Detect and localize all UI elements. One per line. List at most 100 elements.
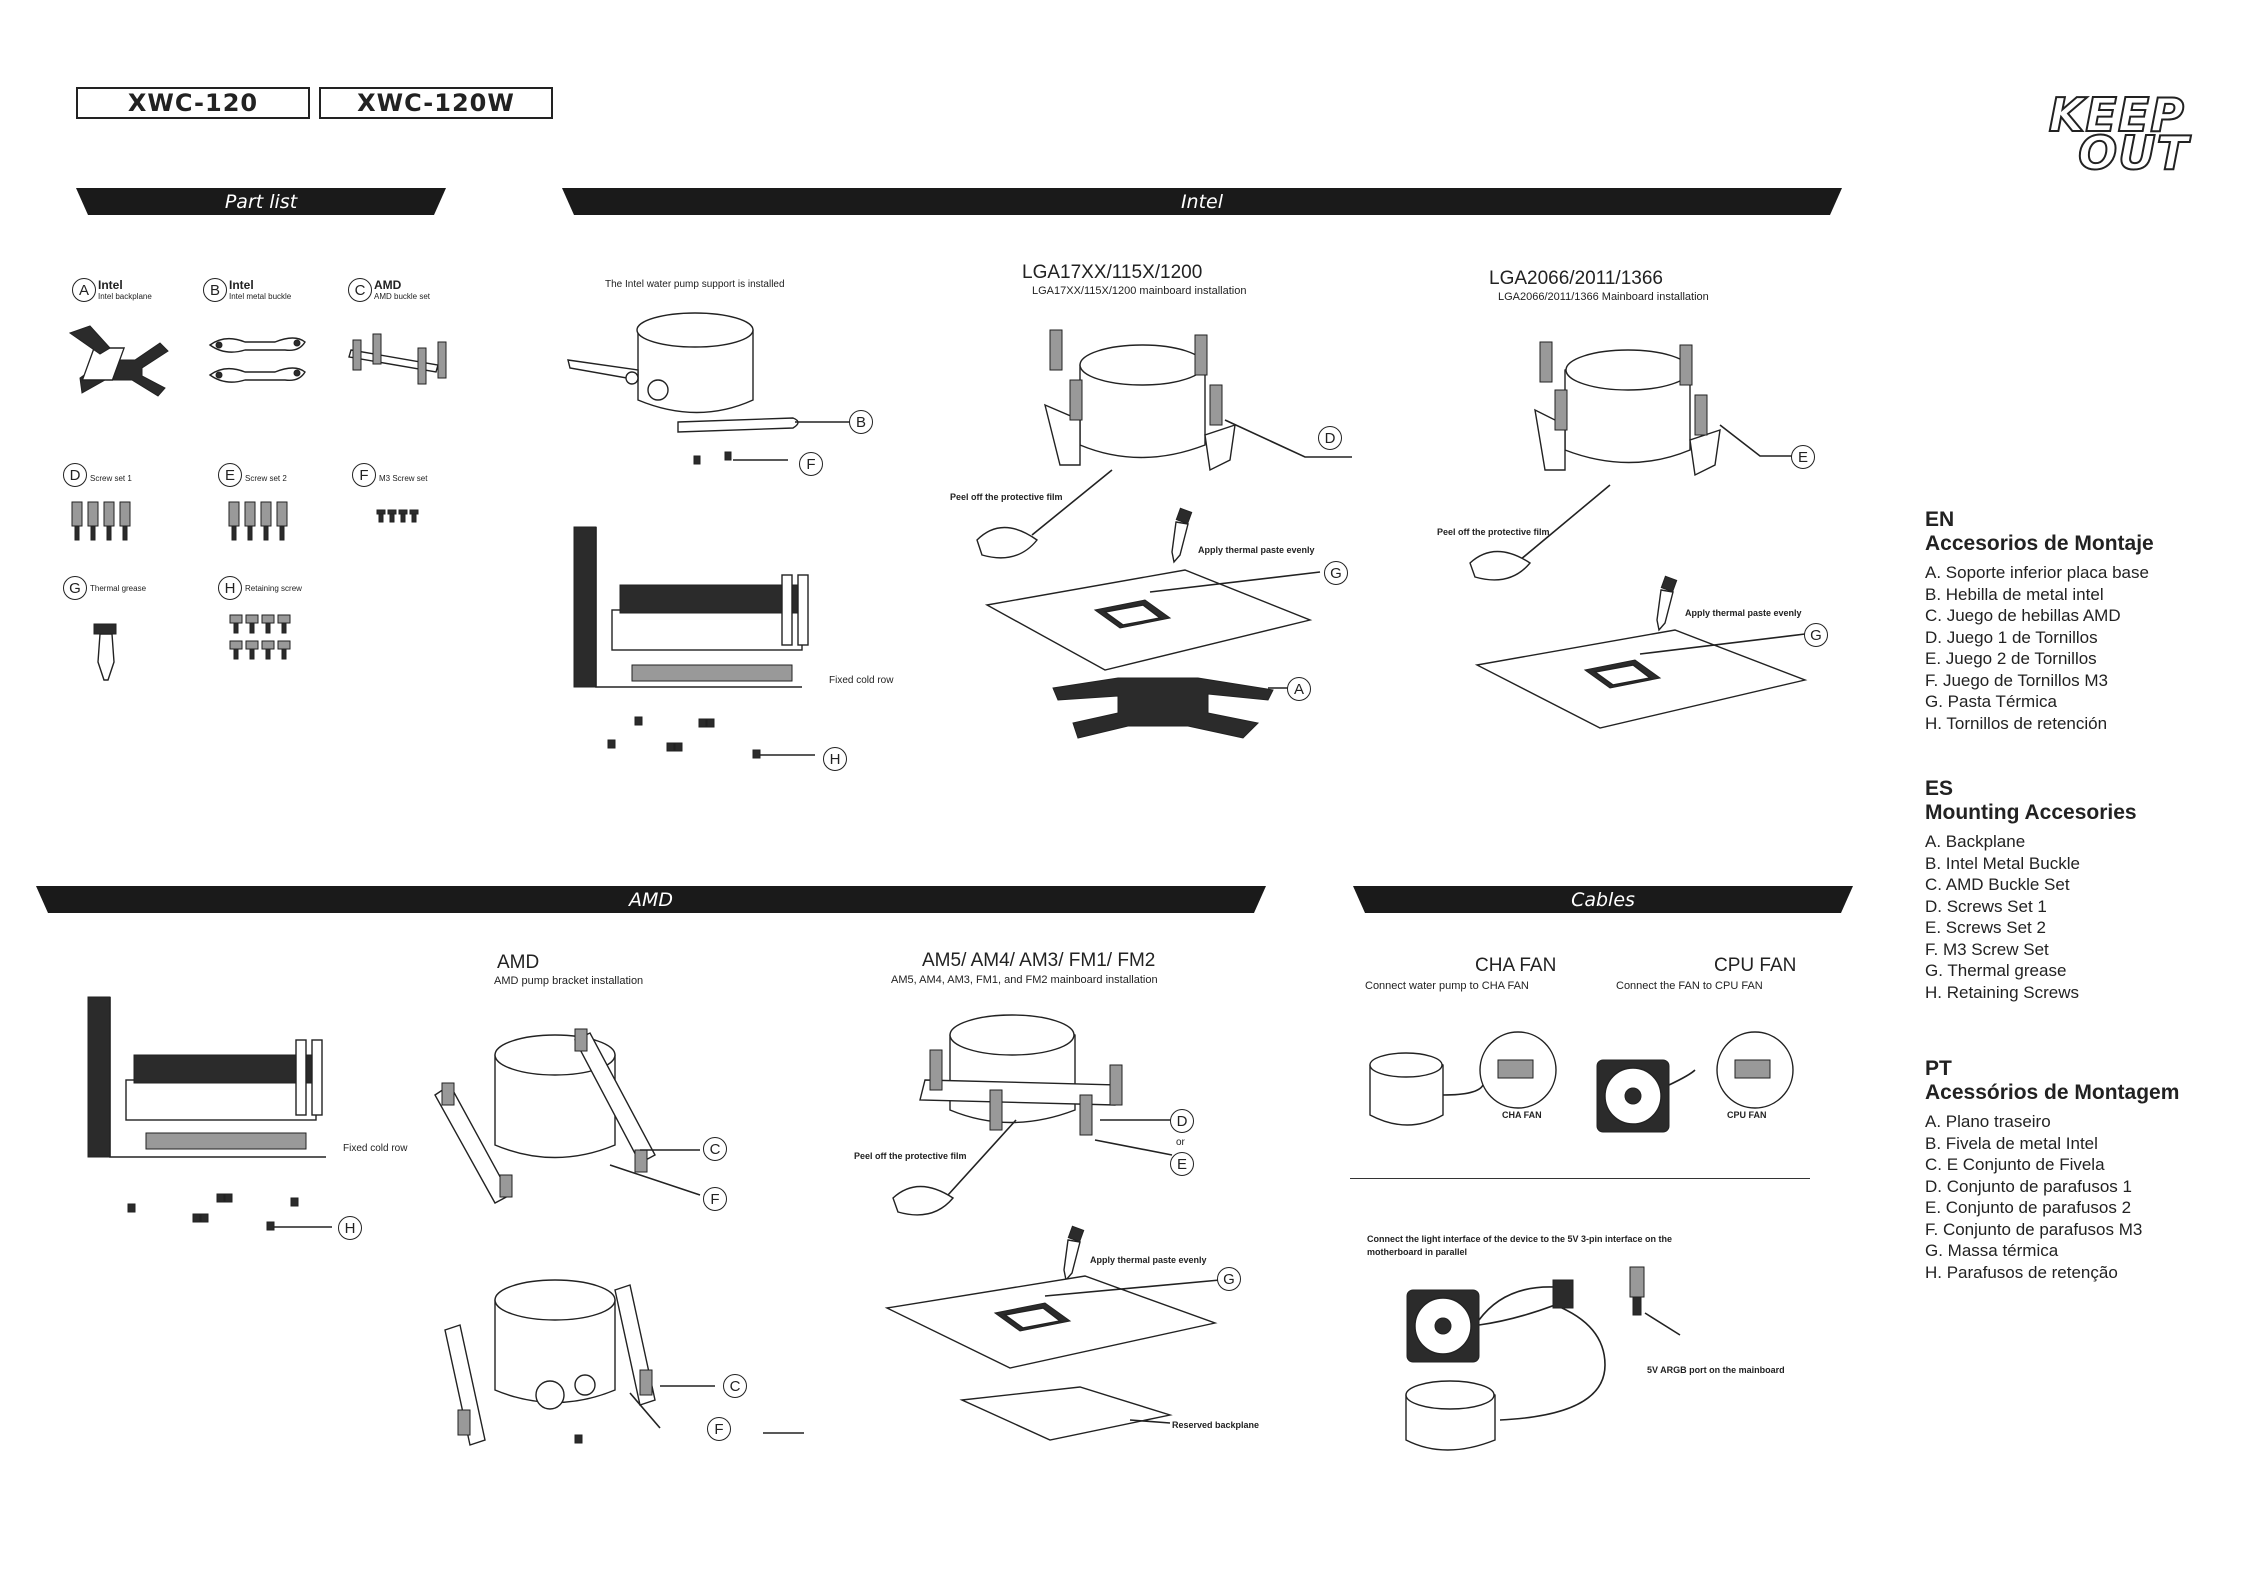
retaining-screw-illustration — [229, 614, 291, 660]
brand-logo: KEEP OUT — [1995, 91, 2189, 177]
leader-c-amd-1 — [609, 1149, 701, 1196]
banner-part-list: Part list — [76, 188, 446, 215]
backplane-illustration — [68, 325, 169, 397]
amd-fixed-cold-row: Fixed cold row — [343, 1143, 408, 1154]
cpu-fan-label: CPU FAN — [1727, 1110, 1767, 1120]
thermal-grease-illustration — [93, 623, 117, 681]
amd-label-h: H — [338, 1216, 362, 1240]
lang-list-en: A. Soporte inferior placa base B. Hebill… — [1925, 562, 2154, 734]
banner-cables: Cables — [1353, 886, 1853, 913]
am5-peel-caption: Peel off the protective film — [854, 1151, 967, 1161]
amd-case-radiator-illustration — [87, 996, 326, 1158]
am5-motherboard — [884, 1275, 1221, 1369]
part-label-b: B — [203, 278, 227, 302]
language-block-en: EN Accesorios de Montaje A. Soporte infe… — [1925, 508, 2154, 734]
intel-label-h: H — [823, 747, 847, 771]
lga17xx-peel-caption: Peel off the protective film — [950, 492, 1063, 502]
leader-c-amd-2 — [629, 1385, 804, 1434]
part-label-f: F — [352, 463, 376, 487]
list-item: H. Tornillos de retención — [1925, 713, 2108, 733]
part-label-c: C — [348, 278, 372, 302]
part-c-title: AMD — [374, 278, 402, 292]
cpu-fan-subtitle: Connect the FAN to CPU FAN — [1616, 980, 1763, 992]
lga2066-motherboard — [1474, 629, 1808, 729]
lang-list-es: A. Backplane B. Intel Metal Buckle C. AM… — [1925, 831, 2137, 1003]
part-label-g: G — [63, 576, 87, 600]
lang-code-es: ES — [1925, 777, 1954, 800]
am5-label-g: G — [1217, 1267, 1241, 1291]
language-block-pt: PT Acessórios de Montagem A. Plano trase… — [1925, 1057, 2179, 1283]
cables-divider — [1350, 1178, 1810, 1179]
am5-label-e: E — [1170, 1152, 1194, 1176]
list-item: A. Soporte inferior placa base — [1925, 563, 2149, 582]
amd-label-c-1: C — [703, 1137, 727, 1161]
am5-grease-tube — [1063, 1225, 1085, 1282]
lga17xx-label-d: D — [1318, 426, 1342, 450]
part-label-h: H — [218, 576, 242, 600]
am5-reserved-caption: Reserved backplane — [1172, 1420, 1260, 1430]
lang-title-es: Mounting Accesories — [1925, 801, 2137, 824]
list-item: B. Intel Metal Buckle — [1925, 853, 2080, 873]
list-item: G. Thermal grease — [1925, 961, 2067, 980]
list-item: C. E Conjunto de Fivela — [1925, 1155, 2105, 1174]
list-item: D. Juego 1 de Tornillos — [1925, 627, 2098, 647]
list-item: H. Parafusos de retenção — [1925, 1262, 2118, 1282]
part-label-d: D — [63, 463, 87, 487]
list-item: B. Fivela de metal Intel — [1925, 1133, 2098, 1153]
lga2066-label-g: G — [1804, 623, 1828, 647]
cha-fan-subtitle: Connect water pump to CHA FAN — [1365, 980, 1529, 992]
part-h-sub: Retaining screw — [245, 584, 302, 593]
amd-buckle-illustration — [348, 333, 447, 385]
lga2066-pump-illustration — [1534, 341, 1721, 477]
list-item: E. Screws Set 2 — [1925, 918, 2046, 937]
cha-fan-illustration — [1369, 1031, 1557, 1126]
part-c-text: AMD AMD buckle set — [374, 279, 430, 302]
lga17xx-subtitle: LGA17XX/115X/1200 mainboard installation — [1032, 285, 1247, 297]
list-item: D. Conjunto de parafusos 1 — [1925, 1176, 2132, 1196]
lga17xx-title: LGA17XX/115X/1200 — [1022, 262, 1203, 283]
cpu-fan-title: CPU FAN — [1714, 955, 1797, 976]
model-label-2: XWC-120W — [319, 87, 553, 119]
list-item: B. Hebilla de metal intel — [1925, 584, 2104, 604]
part-d-sub: Screw set 1 — [90, 474, 132, 483]
amd-bracket-title: AMD — [497, 952, 540, 973]
part-label-e: E — [218, 463, 242, 487]
part-b-text: Intel Intel metal buckle — [229, 279, 291, 302]
intel-label-a: A — [1287, 677, 1311, 701]
cha-fan-title: CHA FAN — [1475, 955, 1557, 976]
intel-label-b: B — [849, 410, 873, 434]
list-item: G. Massa térmica — [1925, 1241, 2059, 1260]
lang-code-pt: PT — [1925, 1057, 1952, 1080]
logo-line-2: OUT — [2077, 126, 2189, 180]
lang-title-pt: Acessórios de Montagem — [1925, 1081, 2180, 1104]
list-item: G. Pasta Térmica — [1925, 692, 2057, 711]
leader-e-1 — [1719, 424, 1793, 457]
m3-screw-set-illustration — [376, 509, 419, 523]
model-label-1: XWC-120 — [76, 87, 310, 119]
banner-intel: Intel — [562, 188, 1842, 215]
argb-instructions: Connect the light interface of the devic… — [1367, 1234, 1673, 1257]
am5-label-d: D — [1170, 1109, 1194, 1133]
part-c-sub: AMD buckle set — [374, 292, 431, 301]
am5-pump-illustration — [919, 1014, 1123, 1136]
lang-list-pt: A. Plano traseiro B. Fivela de metal Int… — [1925, 1111, 2179, 1283]
cha-fan-label: CHA FAN — [1502, 1110, 1542, 1120]
list-item: C. Juego de hebillas AMD — [1925, 606, 2121, 625]
lang-code-en: EN — [1925, 508, 1955, 531]
lga2066-subtitle: LGA2066/2011/1366 Mainboard installation — [1498, 291, 1709, 303]
intel-case-radiator-illustration — [573, 526, 809, 688]
lga17xx-grease-tube — [1171, 507, 1193, 564]
part-a-title: Intel — [98, 278, 123, 292]
leader-b — [795, 421, 850, 423]
am5-reserved-backplane — [959, 1386, 1173, 1441]
list-item: D. Screws Set 1 — [1925, 896, 2047, 916]
lga17xx-apply-caption: Apply thermal paste evenly — [1198, 545, 1315, 555]
part-a-sub: Intel backplane — [98, 292, 152, 301]
lang-title-en: Accesorios de Montaje — [1925, 532, 2154, 555]
list-item: F. Juego de Tornillos M3 — [1925, 670, 2109, 690]
list-item: H. Retaining Screws — [1925, 982, 2080, 1002]
am5-subtitle: AM5, AM4, AM3, FM1, and FM2 mainboard in… — [891, 974, 1158, 986]
intel-backplane — [1052, 677, 1288, 739]
part-b-title: Intel — [229, 278, 254, 292]
argb-wiring-illustration — [1405, 1266, 1681, 1451]
